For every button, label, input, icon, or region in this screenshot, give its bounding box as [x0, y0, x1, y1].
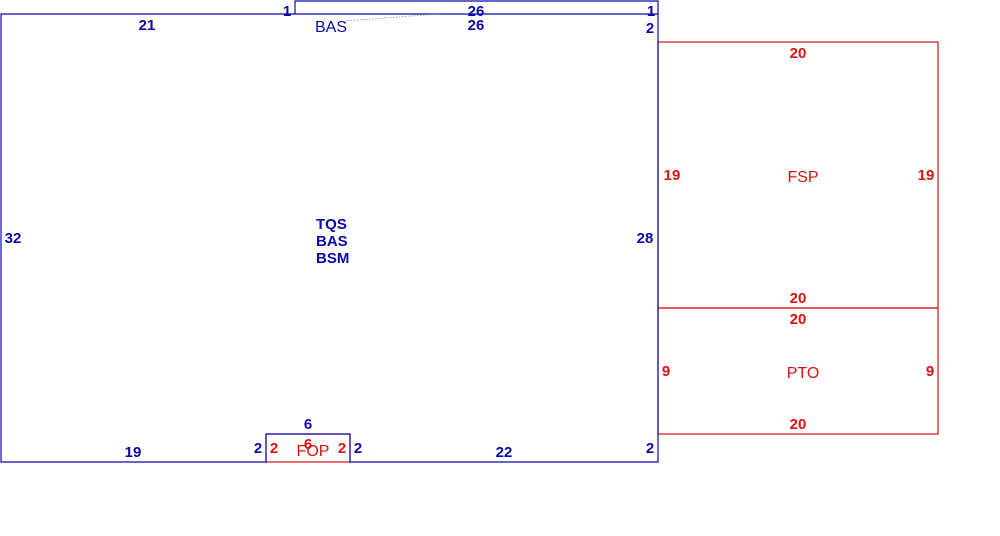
fsp-room: FSP 20 19 19 20	[657, 41, 939, 309]
main-corner-bottom-right: 2	[646, 440, 654, 457]
top-strip-outline	[294, 0, 659, 14]
notch-dim-left: 2	[254, 440, 262, 457]
pto-label: PTO	[787, 365, 820, 382]
top-strip-dim-right: 1	[647, 3, 655, 20]
fsp-dim-bottom: 20	[790, 290, 807, 307]
fop-room: FOP 2 6 2	[265, 433, 351, 463]
fsp-dim-right: 19	[918, 167, 935, 184]
main-corner-top-right: 2	[646, 20, 654, 37]
top-strip-dim-top: 26	[468, 3, 485, 20]
notch-dim-top: 6	[304, 416, 312, 433]
main-outline	[0, 13, 659, 463]
main-building: TQS BAS BSM 21 26 2 32 28 2 19 22 2 6 2	[0, 13, 659, 463]
main-dim-bottom-left: 19	[125, 444, 142, 461]
main-dim-top-left: 21	[139, 17, 156, 34]
fsp-label: FSP	[787, 169, 818, 186]
fop-dim-right: 2	[338, 440, 346, 457]
top-strip: BAS 1 26 1	[283, 0, 659, 36]
pto-dim-left: 9	[662, 363, 670, 380]
main-dim-bottom-right: 22	[496, 444, 513, 461]
pto-dim-top: 20	[790, 311, 807, 328]
top-strip-connector	[344, 13, 439, 22]
top-strip-dim-left: 1	[283, 3, 291, 20]
top-strip-label: BAS	[315, 19, 347, 36]
fop-label: FOP	[297, 443, 330, 460]
fop-dim-left: 2	[270, 440, 278, 457]
notch-dim-right: 2	[354, 440, 362, 457]
main-dim-top-right: 26	[468, 17, 485, 34]
main-dim-left: 32	[5, 230, 22, 247]
pto-room: PTO 20 9 9 20	[657, 307, 939, 435]
fsp-dim-top: 20	[790, 45, 807, 62]
pto-dim-bottom: 20	[790, 416, 807, 433]
main-dim-right: 28	[637, 230, 654, 247]
main-label-bsm: BSM	[316, 250, 349, 267]
fsp-dim-left: 19	[664, 167, 681, 184]
fop-dim-top: 6	[304, 436, 312, 453]
main-label-bas: BAS	[316, 233, 348, 250]
pto-dim-right: 9	[926, 363, 934, 380]
main-label-tqs: TQS	[316, 216, 347, 233]
